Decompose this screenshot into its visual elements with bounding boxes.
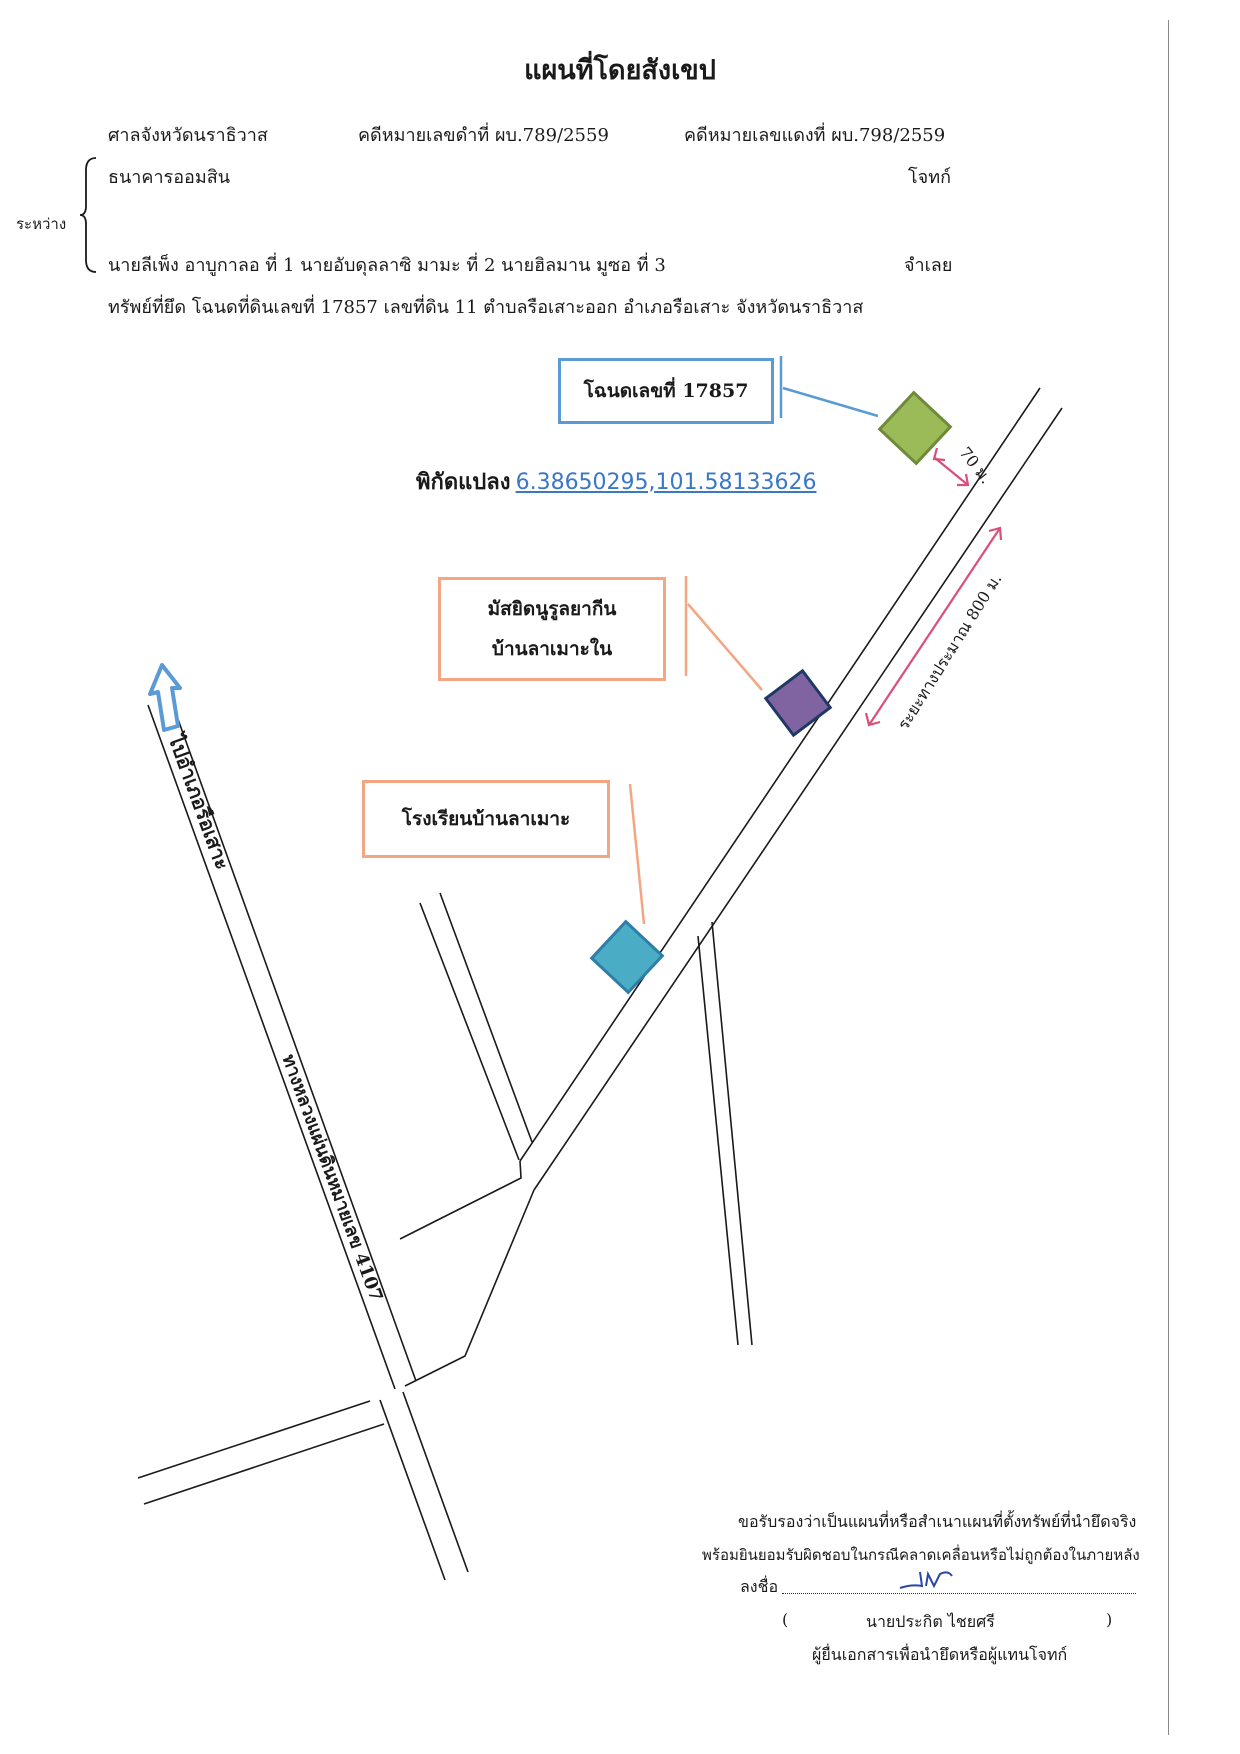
right-branch-road: [697, 921, 753, 1346]
black-case-number: คดีหมายเลขดำที่ ผบ.789/2559: [358, 125, 609, 146]
distance-800-arrow: [864, 526, 1003, 727]
coordinates: พิกัดแปลง 6.38650295,101.58133626: [416, 464, 817, 499]
plaintiff-role: โจทก์: [908, 167, 951, 188]
plaintiff-name: ธนาคารออมสิน: [108, 167, 230, 188]
distance-70-arrow: [932, 447, 970, 487]
court-name: ศาลจังหวัดนราธิวาส: [108, 125, 268, 146]
school-marker: [589, 919, 665, 995]
close-paren: ): [1106, 1610, 1113, 1629]
deed-label-box: โฉนดเลขที่ 17857: [558, 358, 774, 424]
school-label-box: โรงเรียนบ้านลาเมาะ: [362, 780, 610, 858]
mosque-label-box: มัสยิดนูรูลยากีน บ้านลาเมาะใน: [438, 577, 666, 681]
deed-label: โฉนดเลขที่ 17857: [583, 380, 749, 402]
signer-role: ผู้ยื่นเอกสารเพื่อนำยึดหรือผู้แทนโจทก์: [812, 1645, 1068, 1664]
cert-line-1: ขอรับรองว่าเป็นแผนที่หรือสำเนาแผนที่ตั้ง…: [738, 1512, 1137, 1531]
page-title: แผนที่โดยสังเขป: [524, 55, 716, 86]
defendants-role: จำเลย: [904, 255, 953, 276]
open-paren: (: [782, 1610, 789, 1629]
highway-4107: [147, 696, 469, 1581]
cert-line-2: พร้อมยินยอมรับผิดชอบในกรณีคลาดเคลื่อนหรื…: [702, 1546, 1140, 1564]
bracket-brace: [80, 157, 97, 273]
connector-road: [399, 1160, 535, 1387]
defendants-name: นายลีเพ็ง อาบูกาลอ ที่ 1 นายอับดุลลาซิ ม…: [108, 255, 666, 276]
mosque-name: มัสยิดนูรูลยากีน: [487, 598, 617, 620]
signature-line: [782, 1593, 1136, 1594]
main-road: [519, 387, 1063, 1191]
coordinate-label: พิกัดแปลง: [416, 470, 511, 495]
school-leader-line: [628, 783, 646, 925]
mosque-village: บ้านลาเมาะใน: [491, 638, 613, 660]
direction-arrow-icon: [148, 663, 182, 732]
signature-mark: [899, 1570, 953, 1589]
seized-property: ทรัพย์ที่ยึด โฉนดที่ดินเลขที่ 17857 เลขท…: [108, 297, 864, 318]
red-case-number: คดีหมายเลขแดงที่ ผบ.798/2559: [684, 125, 946, 146]
page-edge-line: [1168, 20, 1169, 1735]
sign-label: ลงชื่อ: [740, 1577, 779, 1596]
between-label: ระหว่าง: [16, 215, 67, 233]
signer-name: นายประกิต ไชยศรี: [866, 1612, 995, 1631]
coordinate-link[interactable]: 6.38650295,101.58133626: [515, 470, 817, 495]
school-label: โรงเรียนบ้านลาเมาะ: [401, 808, 571, 830]
left-branch-road: [419, 892, 533, 1161]
land-plot-marker: [877, 390, 953, 466]
mosque-leader-line: [687, 603, 763, 691]
mosque-marker: [763, 668, 833, 738]
deed-leader-line: [782, 386, 879, 418]
crossing-road: [137, 1400, 385, 1505]
